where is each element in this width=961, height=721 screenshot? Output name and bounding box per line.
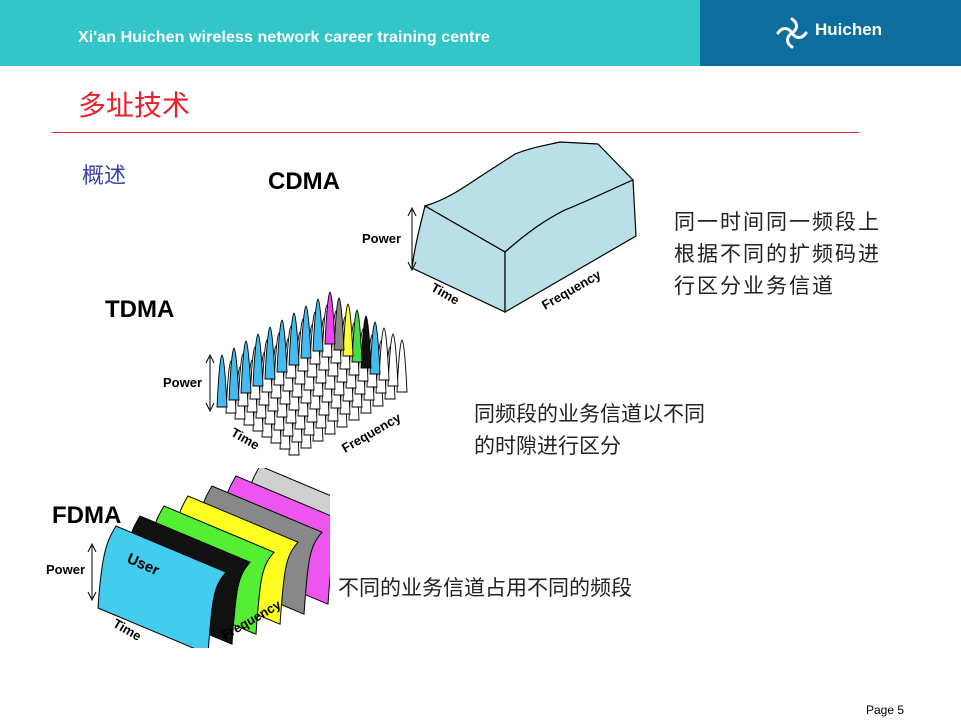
fdma-description-line: 不同的业务信道占用不同的频段 [338,576,632,600]
fdma-diagram: UserUserUserUserUserUserUser Power Time … [46,468,330,648]
tdma-time-slot [324,291,336,345]
cdma-description: 同一时间同一频段上 根据不同的扩频码进 行区分业务信道 [674,206,881,302]
fdma-power-label: Power [46,562,85,577]
tdma-description-line: 同频段的业务信道以不同 [474,402,705,426]
tdma-diagram: Power Time Frequency [163,291,408,456]
tdma-time-slot [378,327,390,381]
tdma-time-slot [396,339,408,393]
tdma-time-slot [240,340,252,394]
tdma-slices [216,291,408,456]
tdma-time-slot [300,305,312,359]
tdma-time-slot [252,333,264,387]
tdma-time-slot [288,312,300,366]
tdma-description-line: 的时隙进行区分 [474,434,621,458]
cdma-diagram: Power Time Frequency [362,141,637,314]
logo-text: Huichen [815,20,883,39]
cdma-power-label: Power [362,231,401,246]
tdma-time-slot [360,315,372,369]
page-title: 多址技术 [78,89,191,122]
logo-box: Huichen [700,0,961,66]
cdma-description-line: 根据不同的扩频码进 [674,242,881,266]
tdma-description: 同频段的业务信道以不同 的时隙进行区分 [474,398,705,462]
section-label: 概述 [82,164,127,189]
cdma-description-line: 行区分业务信道 [674,274,835,298]
title-divider [52,132,859,133]
cdma-block-side [504,179,637,314]
tdma-time-slot [369,321,381,375]
page-number: Page 5 [866,703,905,717]
tdma-time-slot [228,347,240,401]
tdma-power-label: Power [163,375,202,390]
tdma-time-slot [342,303,354,357]
tdma-time-slot [264,326,276,380]
tdma-time-slot [351,309,363,363]
fdma-description: 不同的业务信道占用不同的频段 [338,572,632,604]
tdma-time-slot [312,298,324,352]
tdma-time-slot [387,333,399,387]
fdma-user-band [97,525,227,648]
header-title: Xi'an Huichen wireless network career tr… [78,29,490,46]
tdma-time-slot [276,319,288,373]
cdma-block-front [411,205,506,313]
fdma-bands: UserUserUserUserUserUserUser [97,468,330,648]
fdma-label: FDMA [52,502,122,529]
tdma-time-slot [216,354,228,408]
cdma-description-line: 同一时间同一频段上 [674,210,881,234]
huichen-logo-icon [776,17,808,49]
cdma-label: CDMA [268,168,340,195]
tdma-time-slot [333,297,345,351]
tdma-label: TDMA [105,296,175,323]
